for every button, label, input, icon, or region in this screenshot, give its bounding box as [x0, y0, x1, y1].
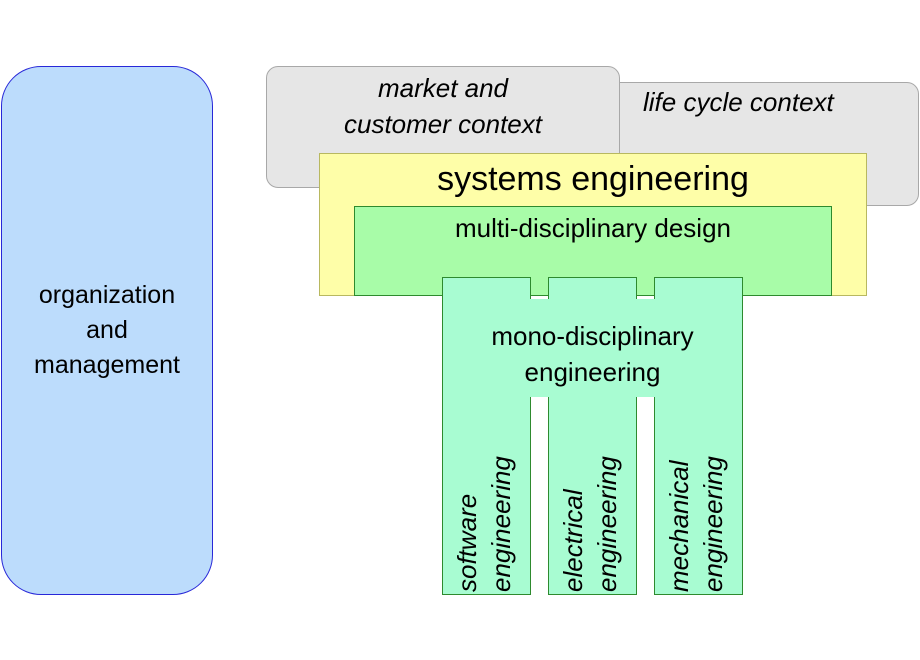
- mechanical-line-1: mechanical: [664, 460, 694, 592]
- software-line-2: engineering: [486, 456, 516, 592]
- organization-line-1: organization: [38, 281, 176, 309]
- mono-disciplinary-engineering-label: mono-disciplinary engineering: [442, 318, 743, 390]
- systems-engineering-label: systems engineering: [437, 160, 749, 198]
- mono-line-1: mono-disciplinary: [491, 321, 694, 351]
- mechanical-line-2: engineering: [698, 456, 728, 592]
- organization-management-box: organization and management: [1, 66, 213, 595]
- electrical-line-1: electrical: [558, 489, 588, 592]
- life-cycle-context-label: life cycle context: [643, 87, 834, 117]
- market-line-1: market and: [377, 73, 509, 103]
- mono-bridge-1: [530, 299, 549, 397]
- mechanical-engineering-label: mechanical engineering: [662, 422, 734, 592]
- organization-line-2: and: [86, 316, 128, 344]
- organization-line-3: management: [34, 351, 180, 379]
- mechanical-engineering-column: [654, 277, 743, 595]
- market-customer-context-label: market and customer context: [266, 70, 620, 142]
- mono-line-2: engineering: [524, 357, 661, 387]
- mono-bridge-2: [636, 299, 655, 397]
- organization-management-label: organization and management: [34, 278, 180, 383]
- software-engineering-label: software engineering: [450, 422, 522, 592]
- multi-disciplinary-design-label: multi-disciplinary design: [455, 213, 731, 243]
- electrical-line-2: engineering: [592, 456, 622, 592]
- market-line-2: customer context: [344, 109, 542, 139]
- software-engineering-column: [442, 277, 531, 595]
- electrical-engineering-label: electrical engineering: [556, 422, 628, 592]
- electrical-engineering-column: [548, 277, 637, 595]
- software-line-1: software: [452, 493, 482, 592]
